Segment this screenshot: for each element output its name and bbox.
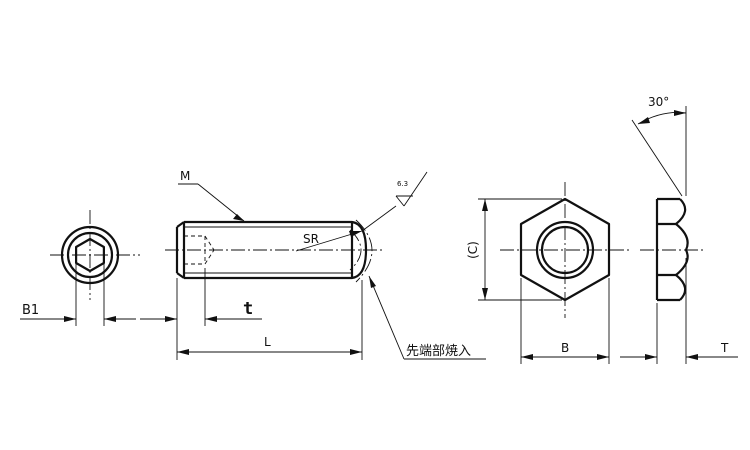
end-view-inner-circle bbox=[66, 231, 114, 279]
tip-note-label: 先端部焼入 bbox=[406, 344, 471, 359]
end-view-outer-circle bbox=[60, 225, 120, 285]
set-screw-end-view bbox=[50, 210, 140, 300]
thread-label: M bbox=[180, 169, 190, 183]
chamfer-angle-dimension: 30° bbox=[631, 95, 687, 197]
nut-thickness-dimension: T bbox=[620, 258, 738, 364]
thread-leader: M bbox=[178, 169, 245, 222]
nut-thickness-label: T bbox=[720, 341, 729, 355]
length-dimension: L bbox=[177, 280, 363, 360]
hex-socket-shape bbox=[74, 237, 106, 273]
hex-nut-side-view bbox=[640, 197, 705, 302]
surface-finish-label: 6.3 bbox=[397, 180, 408, 188]
t-dimension: t bbox=[140, 268, 262, 360]
tip-note-leader: 先端部焼入 bbox=[368, 275, 486, 360]
hardened-zone-arc-outer bbox=[355, 219, 373, 283]
across-corners-label: (C) bbox=[466, 241, 480, 259]
across-flats-dimension: B bbox=[520, 278, 610, 364]
nut-bore-outer-circle bbox=[535, 220, 595, 280]
hex-nut-front-view bbox=[500, 182, 630, 318]
screw-body-outline bbox=[184, 220, 368, 280]
radius-leader: SR bbox=[295, 205, 397, 252]
set-screw-side-view bbox=[165, 219, 382, 283]
chamfer-angle-label: 30° bbox=[648, 95, 669, 109]
nut-bore-inner-circle bbox=[540, 225, 590, 275]
b1-label: B1 bbox=[22, 303, 39, 318]
surface-finish-symbol: 6.3 bbox=[395, 171, 428, 207]
hex-nut-outline bbox=[519, 197, 611, 302]
t-label: t bbox=[243, 299, 253, 319]
radius-label: SR bbox=[303, 232, 319, 246]
across-flats-label: B bbox=[561, 341, 569, 355]
b1-dimension: B1 bbox=[20, 260, 136, 326]
length-label: L bbox=[264, 335, 271, 349]
across-corners-dimension: (C) bbox=[466, 198, 562, 301]
